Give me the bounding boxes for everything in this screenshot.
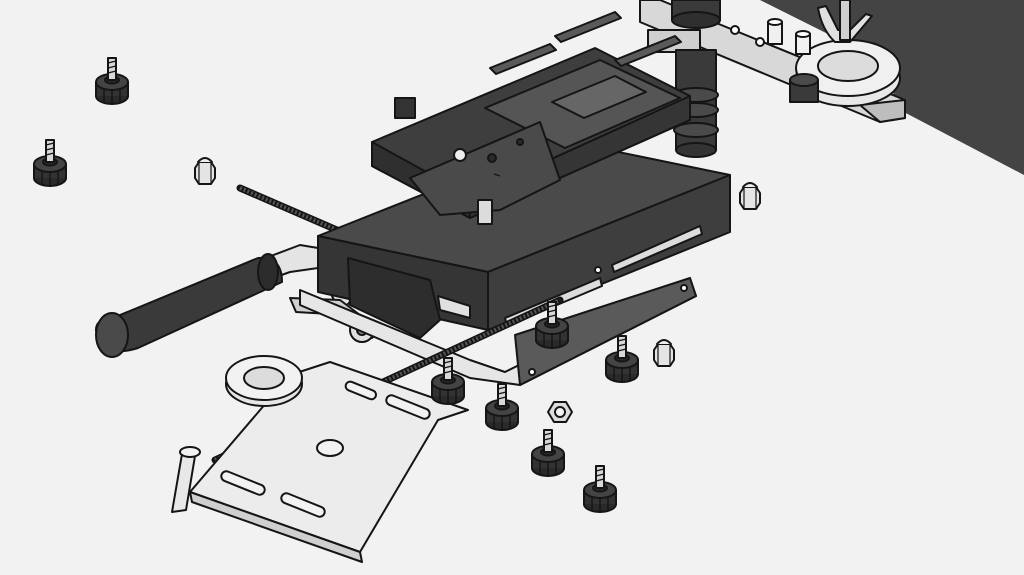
knob-screw bbox=[583, 465, 617, 513]
wing-nut bbox=[817, 0, 873, 43]
cap-nut bbox=[653, 339, 675, 367]
knob-screw bbox=[531, 429, 565, 477]
cap-nut bbox=[739, 182, 761, 210]
quick-release-plate bbox=[371, 11, 691, 225]
knob-screw bbox=[605, 335, 639, 383]
cap-nut bbox=[194, 157, 216, 185]
hex-nut bbox=[547, 401, 573, 423]
base-plate bbox=[189, 361, 469, 563]
knob-screw bbox=[485, 383, 519, 431]
knob-screw bbox=[33, 139, 67, 187]
wall-clamp-knob bbox=[789, 73, 819, 103]
lower-slide-frame bbox=[299, 277, 697, 386]
pulley-wheel bbox=[795, 39, 901, 107]
pin-bolt bbox=[171, 446, 201, 513]
knob-screw bbox=[95, 57, 129, 105]
washer-ring bbox=[225, 355, 303, 407]
grip-handle bbox=[95, 253, 283, 358]
spacer-post bbox=[767, 18, 811, 55]
